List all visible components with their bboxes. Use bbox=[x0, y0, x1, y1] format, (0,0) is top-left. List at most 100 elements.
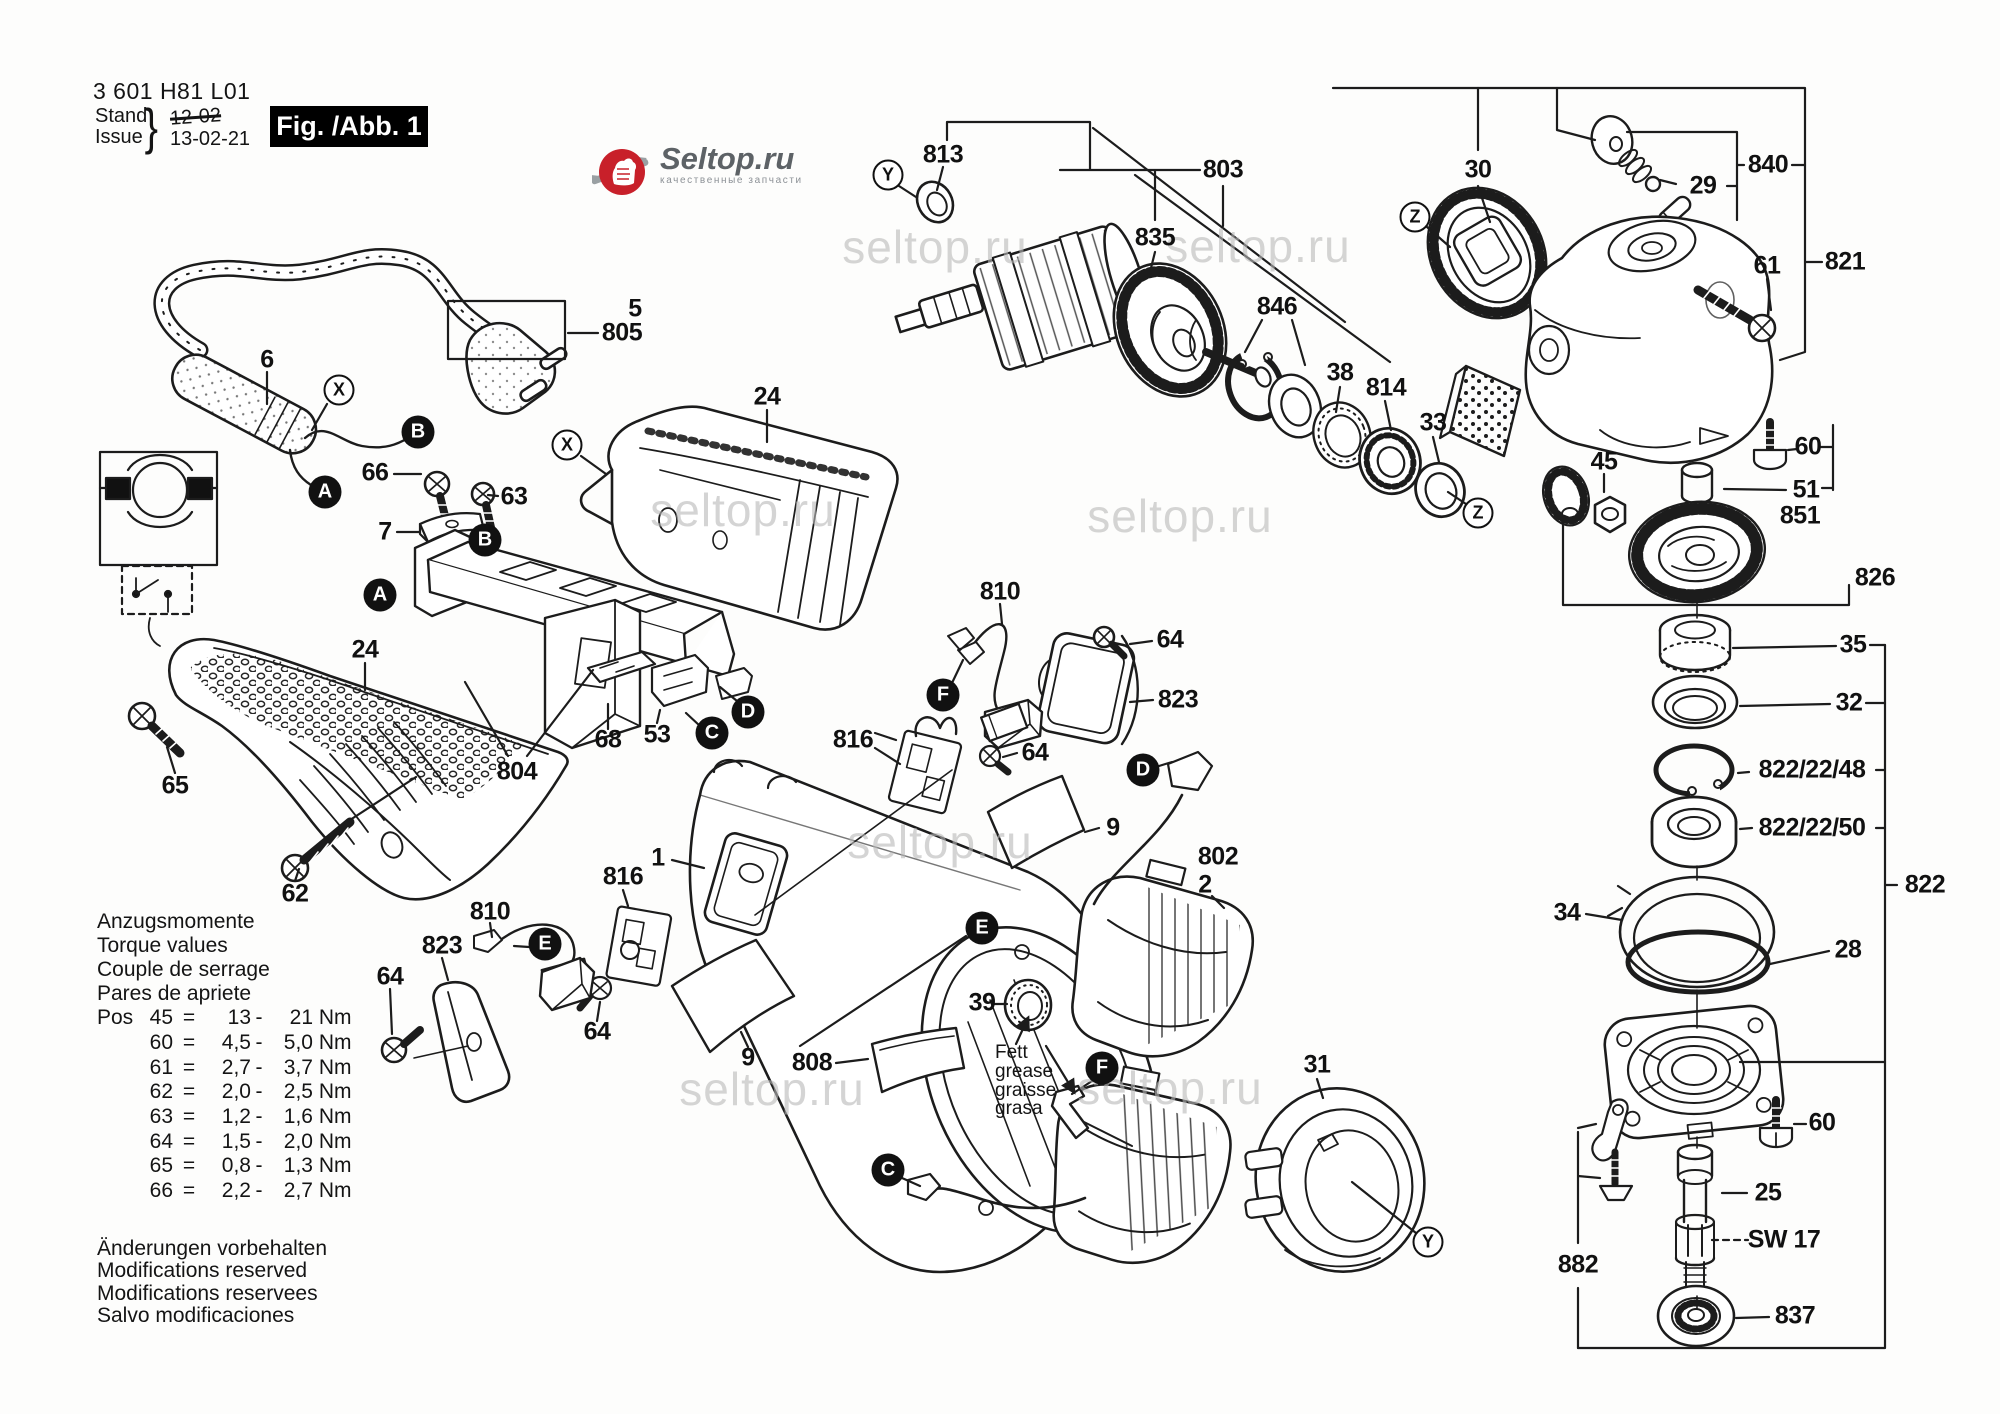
bearing-822-22-50 bbox=[1650, 795, 1738, 869]
part-label-822-22-48: 822/22/48 bbox=[1758, 755, 1866, 784]
torque-cell: Nm bbox=[313, 1006, 352, 1030]
part-label-808: 808 bbox=[791, 1048, 833, 1077]
torque-cell: - bbox=[255, 1179, 263, 1203]
torque-row-60: 60=4,5-5,0 Nm bbox=[97, 1031, 353, 1056]
part-label-64: 64 bbox=[583, 1017, 611, 1046]
part-label-64: 64 bbox=[1156, 625, 1184, 654]
torque-cell: - bbox=[255, 1129, 263, 1153]
part-label-66: 66 bbox=[361, 458, 389, 487]
torque-cell: = bbox=[182, 1105, 196, 1129]
torque-cell: Nm bbox=[313, 1129, 352, 1153]
torque-cell: 1,5 bbox=[221, 1129, 251, 1153]
screw-63 bbox=[470, 481, 498, 536]
washer-38 bbox=[1267, 373, 1323, 439]
bearing-flange bbox=[1603, 1004, 1785, 1140]
torque-cell: Nm bbox=[313, 1080, 352, 1104]
torque-title-line: Torque values bbox=[97, 934, 228, 957]
wiring-schematic bbox=[98, 450, 219, 647]
grease-note-line: grasa bbox=[995, 1098, 1043, 1120]
torque-cell: Nm bbox=[313, 1055, 352, 1079]
part-label-802: 802 bbox=[1197, 842, 1239, 871]
footer-line: Modifications reservees bbox=[97, 1281, 318, 1305]
torque-cell: = bbox=[182, 1006, 196, 1030]
wire-810-lower bbox=[473, 923, 596, 1012]
part-label-816: 816 bbox=[602, 862, 644, 891]
torque-title-line: Couple de serrage bbox=[97, 958, 270, 981]
bearing-cover-34 bbox=[1606, 875, 1776, 989]
power-cord bbox=[153, 248, 568, 487]
part-label-816: 816 bbox=[832, 725, 874, 754]
lever-and-screw-882 bbox=[1591, 1098, 1634, 1202]
ref-marker-a: A bbox=[363, 578, 397, 612]
torque-cell: 63 bbox=[149, 1105, 173, 1129]
plate-68 bbox=[586, 650, 657, 684]
brush-holder-816-right bbox=[754, 702, 1029, 916]
crown-gear-30 bbox=[1426, 186, 1548, 320]
shim-ring bbox=[1312, 401, 1372, 469]
part-label-62: 62 bbox=[281, 879, 309, 908]
torque-cell: - bbox=[255, 1080, 263, 1104]
ref-circle-z: Z bbox=[1399, 201, 1431, 233]
issue-label: Issue bbox=[95, 126, 143, 148]
figure-label: Fig. /Abb. 1 bbox=[270, 106, 428, 147]
circlip-822-22-48 bbox=[1653, 743, 1735, 802]
torque-cell: Nm bbox=[313, 1154, 352, 1178]
torque-cell: 2,2 bbox=[221, 1179, 251, 1203]
torque-title-line: Pares de apriete bbox=[97, 982, 252, 1005]
part-label-826: 826 bbox=[1854, 563, 1896, 592]
seltop-logo-tagline: качественные запчасти bbox=[660, 175, 803, 186]
grease-note-line: graisse bbox=[995, 1079, 1057, 1101]
screw-64-upper bbox=[1092, 625, 1128, 660]
part-label-5: 5 bbox=[628, 294, 642, 323]
part-label-29: 29 bbox=[1689, 171, 1717, 200]
part-label-1: 1 bbox=[651, 843, 665, 872]
torque-cell: Nm bbox=[313, 1105, 352, 1129]
part-label-24: 24 bbox=[753, 382, 781, 411]
field-housing-cover bbox=[579, 405, 899, 631]
part-label-823: 823 bbox=[421, 931, 463, 960]
sticker-9-right bbox=[986, 774, 1086, 870]
ref-marker-e: E bbox=[965, 911, 999, 945]
pinion-45-and-nut bbox=[1542, 465, 1627, 534]
seltop-logo[interactable]: Seltop.ru качественные запчасти bbox=[592, 141, 803, 202]
ref-marker-f: F bbox=[1085, 1051, 1119, 1085]
torque-row-64: 64=1,5-2,0 Nm bbox=[97, 1129, 353, 1154]
coil-wires bbox=[906, 750, 1214, 1210]
torque-cell: 2,0 bbox=[221, 1080, 251, 1104]
part-label-53: 53 bbox=[643, 720, 671, 749]
perforated-plate bbox=[1438, 364, 1522, 458]
torque-cell: - bbox=[255, 1055, 263, 1079]
part-label-840: 840 bbox=[1747, 150, 1789, 179]
part-label-60: 60 bbox=[1808, 1108, 1836, 1137]
part-label-39: 39 bbox=[968, 988, 996, 1017]
ref-marker-d: D bbox=[1126, 753, 1160, 787]
part-label-846: 846 bbox=[1256, 292, 1298, 321]
stand-label: Stand bbox=[95, 105, 148, 127]
seltop-logo-name: Seltop.ru bbox=[660, 141, 795, 176]
torque-cell: = bbox=[182, 1179, 196, 1203]
screw-65 bbox=[127, 701, 185, 758]
ref-marker-f: F bbox=[926, 678, 960, 712]
part-label-68: 68 bbox=[594, 725, 622, 754]
fan-gear-826 bbox=[1627, 500, 1767, 604]
sticker-9-left bbox=[670, 938, 796, 1054]
gear-housing-821 bbox=[1524, 215, 1774, 464]
watermark: seltop.ru bbox=[847, 816, 1033, 868]
part-label-804: 804 bbox=[496, 757, 538, 786]
torque-cell: Nm bbox=[313, 1031, 352, 1055]
part-label-sw-17: SW 17 bbox=[1747, 1225, 1821, 1254]
torque-cell: = bbox=[182, 1055, 196, 1079]
torque-cell: 2,7 bbox=[221, 1055, 251, 1079]
brush-cover-823-upper bbox=[1036, 632, 1139, 746]
torque-cell: 21 bbox=[289, 1006, 313, 1030]
torque-cell: 0,8 bbox=[221, 1154, 251, 1178]
torque-cell: - bbox=[255, 1006, 263, 1030]
torque-cell: = bbox=[182, 1080, 196, 1104]
part-label-810: 810 bbox=[469, 897, 511, 926]
grease-note-line: grease bbox=[995, 1060, 1054, 1082]
part-label-822-22-50: 822/22/50 bbox=[1758, 813, 1866, 842]
part-label-28: 28 bbox=[1834, 935, 1862, 964]
screw-60-top bbox=[1752, 418, 1788, 471]
torque-cell: 66 bbox=[149, 1179, 173, 1203]
